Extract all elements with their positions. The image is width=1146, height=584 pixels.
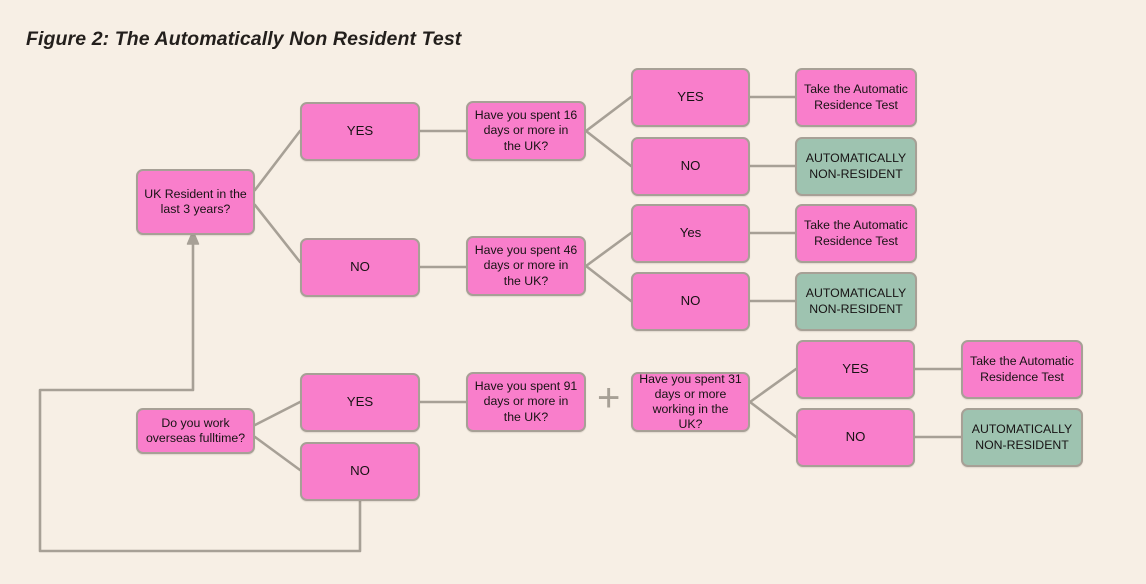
node-q16-yes-label: YES — [677, 89, 704, 105]
node-question-31-days[interactable]: Have you spent 31 days or more working i… — [631, 372, 750, 432]
node-question-91-days[interactable]: Have you spent 91 days or more in the UK… — [466, 372, 586, 432]
node-q46-yes[interactable]: Yes — [631, 204, 750, 263]
node-q16-no-result[interactable]: AUTOMATICALLY NON-RESIDENT — [795, 137, 917, 196]
node-q31-no-result-label: AUTOMATICALLY NON-RESIDENT — [971, 422, 1073, 452]
node-uk-resident[interactable]: UK Resident in the last 3 years? — [136, 169, 255, 235]
node-question-91-days-label: Have you spent 91 days or more in the UK… — [474, 379, 578, 424]
node-q46-no-label: NO — [680, 293, 701, 309]
node-q31-no[interactable]: NO — [796, 408, 915, 467]
node-q16-no[interactable]: NO — [631, 137, 750, 196]
node-question-16-days-label: Have you spent 16 days or more in the UK… — [474, 108, 578, 153]
edge-q16-no — [584, 129, 633, 168]
node-q46-yes-result[interactable]: Take the Automatic Residence Test — [795, 204, 917, 263]
node-q31-no-result[interactable]: AUTOMATICALLY NON-RESIDENT — [961, 408, 1083, 467]
node-q46-no[interactable]: NO — [631, 272, 750, 331]
node-q31-no-label: NO — [845, 429, 866, 445]
edge-q46-yes — [584, 231, 633, 268]
node-q16-no-label: NO — [680, 158, 701, 174]
plus-icon: + — [597, 376, 621, 420]
edge-ukres-no — [253, 203, 302, 264]
node-uk-resident-label: UK Resident in the last 3 years? — [144, 186, 247, 216]
node-work-yes[interactable]: YES — [300, 373, 420, 432]
node-q31-yes-label: YES — [842, 361, 869, 377]
edge-work-no — [253, 435, 302, 472]
edge-work-yes — [253, 400, 302, 427]
node-work-no-label: NO — [350, 463, 370, 479]
node-q16-yes[interactable]: YES — [631, 68, 750, 127]
node-branch-no-top[interactable]: NO — [300, 238, 420, 297]
node-q16-no-result-label: AUTOMATICALLY NON-RESIDENT — [805, 151, 907, 181]
node-question-16-days[interactable]: Have you spent 16 days or more in the UK… — [466, 101, 586, 161]
edge-ukres-yes — [253, 129, 302, 192]
node-q46-yes-label: Yes — [679, 225, 702, 241]
edge-q31-no — [748, 400, 798, 439]
node-question-46-days-label: Have you spent 46 days or more in the UK… — [474, 243, 578, 288]
node-work-yes-label: YES — [346, 394, 374, 410]
node-work-overseas-label: Do you work overseas fulltime? — [145, 415, 246, 445]
node-branch-no-top-label: NO — [350, 259, 370, 275]
node-q16-yes-result-label: Take the Automatic Residence Test — [804, 82, 908, 112]
node-work-no[interactable]: NO — [300, 442, 420, 501]
node-branch-yes-top[interactable]: YES — [300, 102, 420, 161]
node-question-31-days-label: Have you spent 31 days or more working i… — [639, 371, 742, 432]
edge-q16-yes — [584, 95, 633, 133]
edge-q31-yes — [748, 367, 798, 404]
node-q46-no-result[interactable]: AUTOMATICALLY NON-RESIDENT — [795, 272, 917, 331]
figure-title: Figure 2: The Automatically Non Resident… — [26, 28, 462, 50]
node-q31-yes[interactable]: YES — [796, 340, 915, 399]
edge-q46-no — [584, 264, 633, 303]
node-q31-yes-result-label: Take the Automatic Residence Test — [970, 354, 1074, 384]
node-work-overseas[interactable]: Do you work overseas fulltime? — [136, 408, 255, 454]
node-branch-yes-top-label: YES — [346, 123, 374, 139]
node-q31-yes-result[interactable]: Take the Automatic Residence Test — [961, 340, 1083, 399]
node-q46-yes-result-label: Take the Automatic Residence Test — [804, 218, 908, 248]
node-q46-no-result-label: AUTOMATICALLY NON-RESIDENT — [805, 286, 907, 316]
node-q16-yes-result[interactable]: Take the Automatic Residence Test — [795, 68, 917, 127]
node-question-46-days[interactable]: Have you spent 46 days or more in the UK… — [466, 236, 586, 296]
